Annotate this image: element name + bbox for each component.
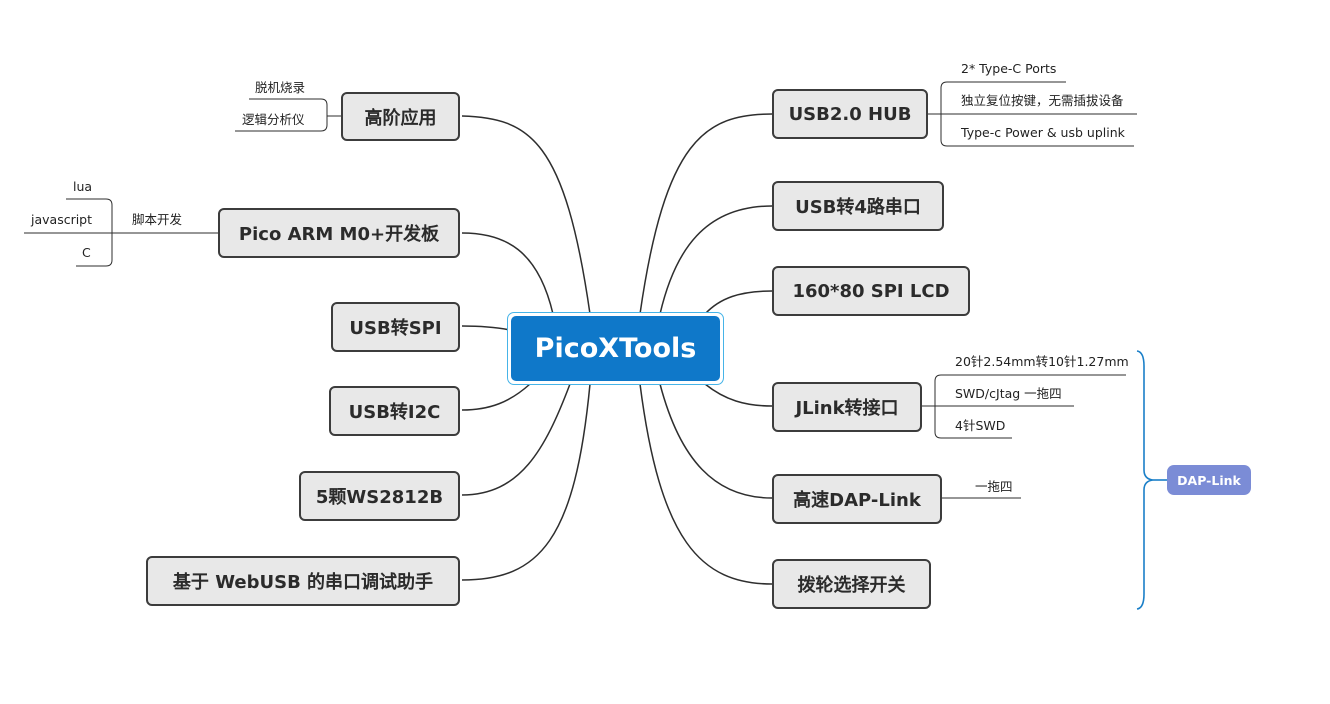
subtopic-logic-analyzer[interactable]: 逻辑分析仪 (242, 112, 305, 127)
topic-label: USB转I2C (348, 402, 441, 423)
central-topic[interactable]: PicoXTools (507, 312, 724, 385)
topic-label: 高阶应用 (364, 107, 437, 129)
central-topic-label: PicoXTools (511, 316, 720, 381)
subtopic-c[interactable]: C (82, 245, 91, 260)
topic-label: 160*80 SPI LCD (792, 280, 950, 302)
topic-label: Pico ARM M0+开发板 (238, 224, 440, 245)
subtopic-jlink-adapter[interactable]: 20针2.54mm转10针1.27mm (955, 354, 1129, 369)
topic-label: 5颗WS2812B (315, 487, 444, 508)
subtopic-one-to-four[interactable]: 一拖四 (975, 479, 1013, 494)
subtopic-javascript[interactable]: javascript (31, 212, 93, 227)
topic-label: JLink转接口 (795, 398, 899, 419)
subtopic-lua[interactable]: lua (73, 179, 93, 194)
topic-label: 基于 WebUSB 的串口调试助手 (172, 572, 434, 593)
topic-pico-board[interactable]: Pico ARM M0+开发板 (218, 208, 460, 258)
topic-label: 拨轮选择开关 (797, 575, 906, 596)
subtopic-script-dev[interactable]: 脚本开发 (132, 212, 183, 227)
subtopic-typec-ports[interactable]: 2* Type-C Ports (961, 61, 1057, 76)
topic-label: USB转4路串口 (795, 197, 921, 218)
subtopic-reset-button[interactable]: 独立复位按键，无需插拔设备 (961, 93, 1124, 108)
topic-label: USB转SPI (349, 318, 442, 339)
topic-spi-lcd[interactable]: 160*80 SPI LCD (772, 266, 970, 316)
subtopic-swd-cjtag[interactable]: SWD/cJtag 一拖四 (955, 386, 1062, 401)
topic-usb-uart[interactable]: USB转4路串口 (772, 181, 944, 231)
topic-dap-link[interactable]: 高速DAP-Link (772, 474, 942, 524)
subtopic-4pin-swd[interactable]: 4针SWD (955, 418, 1006, 433)
subtopic-offline-flash[interactable]: 脱机烧录 (255, 80, 306, 95)
summary-bracket (1136, 350, 1154, 610)
topic-advanced-apps[interactable]: 高阶应用 (341, 92, 460, 141)
topic-usb-i2c[interactable]: USB转I2C (329, 386, 460, 436)
topic-wheel-switch[interactable]: 拨轮选择开关 (772, 559, 931, 609)
topic-usb-hub[interactable]: USB2.0 HUB (772, 89, 928, 139)
topic-label: 高速DAP-Link (793, 490, 921, 511)
subtopic-power-uplink[interactable]: Type-c Power & usb uplink (961, 125, 1125, 140)
topic-ws2812[interactable]: 5颗WS2812B (299, 471, 460, 521)
topic-label: USB2.0 HUB (788, 103, 912, 125)
topic-jlink[interactable]: JLink转接口 (772, 382, 922, 432)
topic-webusb-assistant[interactable]: 基于 WebUSB 的串口调试助手 (146, 556, 460, 606)
topic-usb-spi[interactable]: USB转SPI (331, 302, 460, 352)
summary-badge[interactable]: DAP-Link (1167, 465, 1251, 495)
